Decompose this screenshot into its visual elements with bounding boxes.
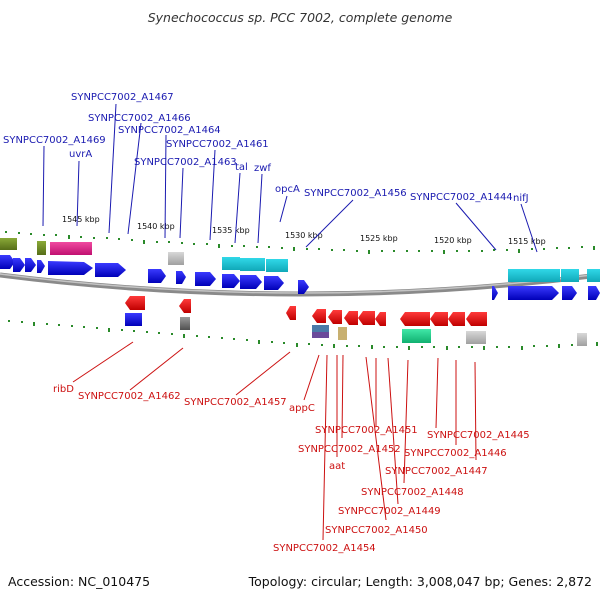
reverse-feature-row bbox=[125, 313, 587, 346]
gene-label[interactable]: SYNPCC7002_A1454 bbox=[273, 543, 376, 554]
forward-gene-arrow[interactable] bbox=[492, 286, 498, 300]
feature-cyan[interactable] bbox=[240, 258, 265, 271]
gene-label[interactable]: tal bbox=[235, 162, 248, 173]
gene-label[interactable]: SYNPCC7002_A1452 bbox=[298, 444, 401, 455]
scale-label: 1540 kbp bbox=[137, 222, 175, 231]
forward-gene-arrow[interactable] bbox=[240, 275, 262, 289]
forward-label-lines bbox=[42, 103, 538, 253]
reverse-gene-box[interactable] bbox=[125, 313, 142, 326]
scale-label: 1520 kbp bbox=[434, 236, 472, 245]
reverse-gene-arrow[interactable] bbox=[312, 309, 326, 323]
feature-purple[interactable] bbox=[312, 332, 329, 338]
forward-feature-row bbox=[0, 238, 600, 282]
reverse-gene-arrow[interactable] bbox=[448, 312, 465, 326]
reverse-gene-arrow[interactable] bbox=[358, 311, 375, 325]
gene-label[interactable]: SYNPCC7002_A1451 bbox=[315, 425, 418, 436]
accession-text: Accession: NC_010475 bbox=[8, 574, 150, 589]
reverse-gene-arrow[interactable] bbox=[430, 312, 448, 326]
gene-label[interactable]: nifJ bbox=[513, 193, 529, 204]
gene-label[interactable]: SYNPCC7002_A1463 bbox=[134, 157, 237, 168]
lower-tick-row bbox=[8, 320, 598, 350]
reverse-gene-arrow[interactable] bbox=[328, 310, 342, 324]
feature-khaki[interactable] bbox=[338, 327, 347, 340]
feature-cyan[interactable] bbox=[587, 269, 600, 282]
forward-gene-arrow[interactable] bbox=[25, 258, 36, 272]
gene-label[interactable]: opcA bbox=[275, 184, 300, 195]
forward-gene-arrow[interactable] bbox=[222, 274, 240, 288]
forward-gene-arrow[interactable] bbox=[37, 260, 45, 273]
forward-gene-arrow[interactable] bbox=[298, 280, 309, 294]
gene-label[interactable]: SYNPCC7002_A1464 bbox=[118, 125, 221, 136]
gene-label[interactable]: SYNPCC7002_A1449 bbox=[338, 506, 441, 517]
feature-cyan[interactable] bbox=[222, 257, 240, 270]
feature-olive[interactable] bbox=[0, 238, 17, 250]
forward-gene-arrow[interactable] bbox=[0, 255, 15, 269]
feature-dark[interactable] bbox=[180, 317, 190, 330]
feature-steel[interactable] bbox=[312, 325, 329, 332]
gene-label[interactable]: SYNPCC7002_A1456 bbox=[304, 188, 407, 199]
gene-label[interactable]: SYNPCC7002_A1462 bbox=[78, 391, 181, 402]
gene-label[interactable]: SYNPCC7002_A1445 bbox=[427, 430, 530, 441]
gene-label[interactable]: SYNPCC7002_A1446 bbox=[404, 448, 507, 459]
forward-gene-arrow[interactable] bbox=[176, 271, 186, 284]
forward-gene-arrow[interactable] bbox=[264, 276, 284, 290]
gene-label[interactable]: aat bbox=[329, 461, 345, 472]
scale-label: 1545 kbp bbox=[62, 215, 100, 224]
feature-cyan[interactable] bbox=[508, 269, 560, 282]
forward-gene-row bbox=[0, 255, 600, 300]
map-title: Synechococcus sp. PCC 7002, complete gen… bbox=[148, 10, 453, 25]
gene-label[interactable]: SYNPCC7002_A1466 bbox=[88, 113, 191, 124]
forward-gene-arrow[interactable] bbox=[13, 258, 25, 272]
reverse-gene-row bbox=[125, 296, 487, 326]
gene-label[interactable]: SYNPCC7002_A1444 bbox=[410, 192, 513, 203]
reverse-gene-arrow[interactable] bbox=[466, 312, 487, 326]
feature-green[interactable] bbox=[402, 329, 431, 343]
gene-label[interactable]: ribD bbox=[53, 384, 74, 395]
forward-gene-arrow[interactable] bbox=[95, 263, 126, 277]
feature-gray[interactable] bbox=[577, 333, 587, 346]
reverse-gene-arrow[interactable] bbox=[286, 306, 296, 320]
gene-label[interactable]: SYNPCC7002_A1448 bbox=[361, 487, 464, 498]
forward-gene-arrow[interactable] bbox=[588, 286, 600, 300]
scale-label: 1525 kbp bbox=[360, 234, 398, 243]
feature-gray[interactable] bbox=[466, 331, 486, 344]
reverse-gene-arrow[interactable] bbox=[400, 312, 430, 326]
scale-label: 1515 kbp bbox=[508, 237, 546, 246]
scale-label: 1535 kbp bbox=[212, 226, 250, 235]
forward-gene-arrow[interactable] bbox=[48, 261, 93, 275]
reverse-labels: ribD SYNPCC7002_A1462 SYNPCC7002_A1457 a… bbox=[53, 384, 530, 554]
gene-label[interactable]: SYNPCC7002_A1457 bbox=[184, 397, 287, 408]
reverse-gene-arrow[interactable] bbox=[344, 311, 358, 325]
feature-olive[interactable] bbox=[37, 241, 46, 255]
feature-cyan[interactable] bbox=[561, 269, 579, 282]
gene-label[interactable]: SYNPCC7002_A1447 bbox=[385, 466, 488, 477]
reverse-label-lines bbox=[72, 341, 477, 541]
scale-label: 1530 kbp bbox=[285, 231, 323, 240]
forward-labels: SYNPCC7002_A1467 SYNPCC7002_A1466 SYNPCC… bbox=[3, 92, 529, 204]
genome-summary-text: Topology: circular; Length: 3,008,047 bp… bbox=[248, 574, 592, 589]
forward-gene-arrow[interactable] bbox=[562, 286, 577, 300]
gene-label[interactable]: SYNPCC7002_A1469 bbox=[3, 135, 106, 146]
forward-gene-arrow[interactable] bbox=[148, 269, 166, 283]
reverse-gene-arrow[interactable] bbox=[375, 312, 386, 326]
gene-label[interactable]: zwf bbox=[254, 163, 271, 174]
gene-label[interactable]: uvrA bbox=[69, 149, 92, 160]
forward-gene-arrow[interactable] bbox=[508, 286, 559, 300]
forward-gene-arrow[interactable] bbox=[195, 272, 216, 286]
gene-label[interactable]: SYNPCC7002_A1450 bbox=[325, 525, 428, 536]
feature-pink[interactable] bbox=[50, 242, 92, 255]
gene-label[interactable]: SYNPCC7002_A1467 bbox=[71, 92, 174, 103]
gene-label[interactable]: SYNPCC7002_A1461 bbox=[166, 139, 269, 150]
feature-gray[interactable] bbox=[168, 252, 184, 265]
reverse-gene-arrow[interactable] bbox=[179, 299, 191, 313]
reverse-gene-arrow[interactable] bbox=[125, 296, 145, 310]
gene-label[interactable]: appC bbox=[289, 403, 315, 414]
upper-tick-row bbox=[5, 231, 595, 254]
feature-cyan[interactable] bbox=[266, 259, 288, 272]
